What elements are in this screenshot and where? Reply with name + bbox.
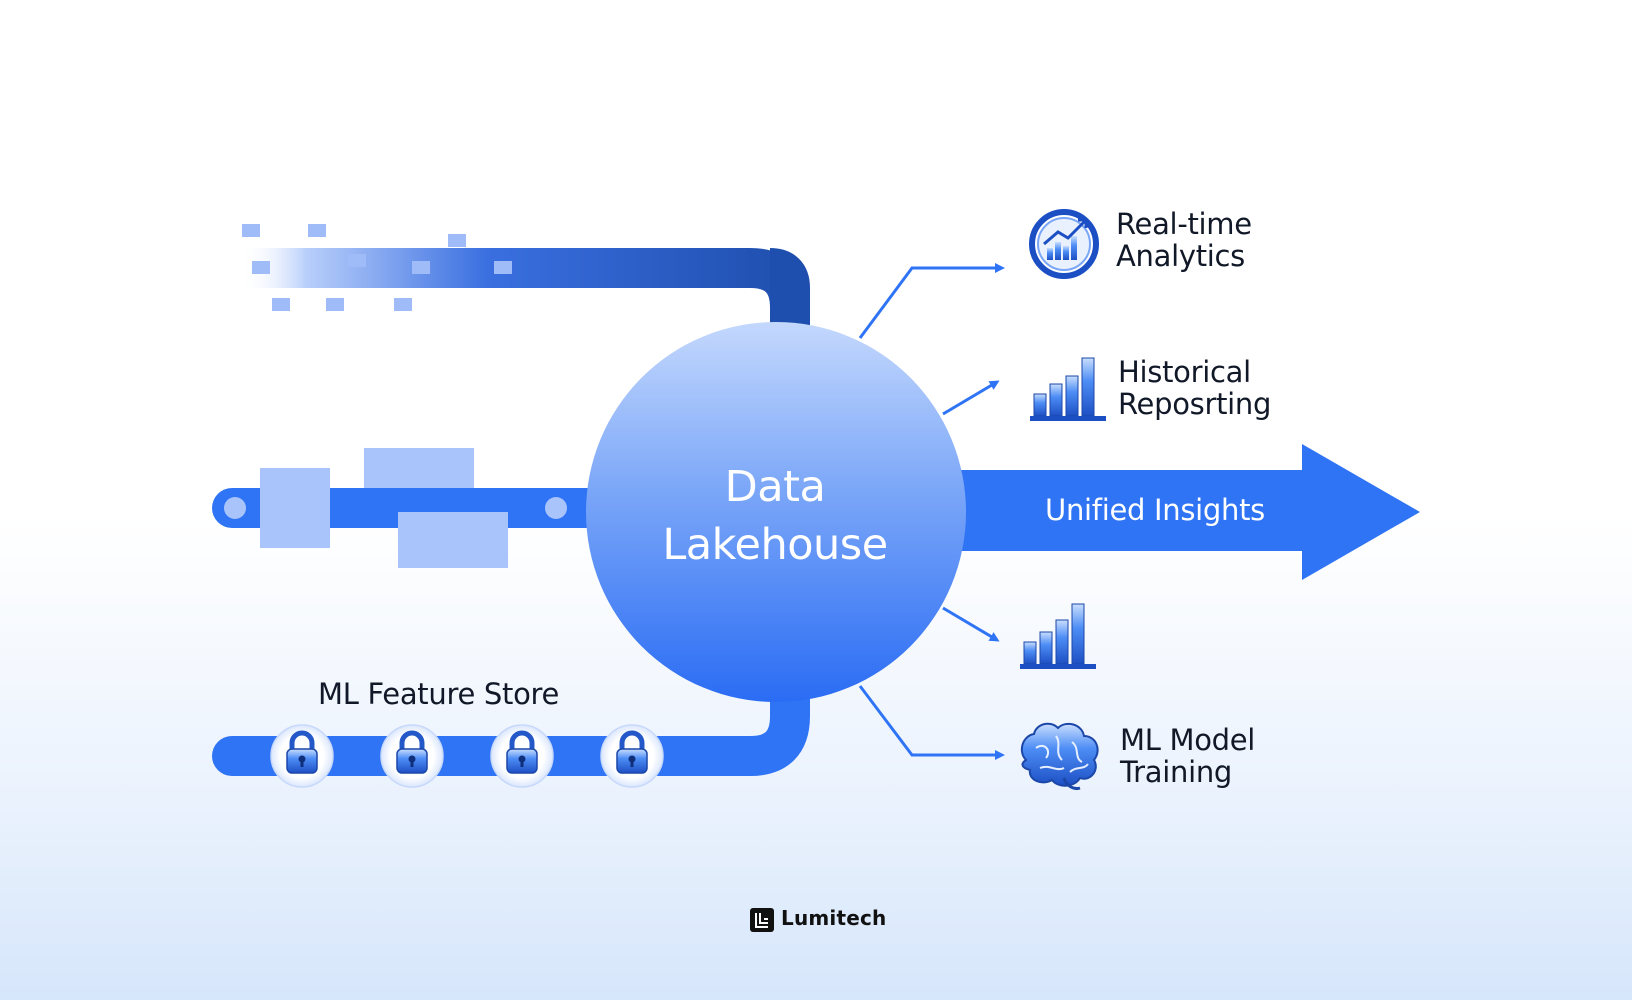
- lock-icon: [600, 724, 664, 788]
- lumitech-logo-icon: [750, 908, 774, 932]
- data-lakehouse-hub: [586, 322, 966, 702]
- output-label-ml-training: ML Model Training: [1120, 723, 1256, 789]
- middle-input-pipe: [212, 448, 612, 568]
- brand-name: Lumitech: [781, 906, 887, 930]
- output-connectors: [858, 263, 1005, 760]
- lock-icon: [490, 724, 554, 788]
- output-label-historical: Historical Reposrting: [1118, 355, 1272, 421]
- bottom-input-pipe: [212, 660, 810, 776]
- analytics-gauge-icon: [1029, 209, 1099, 279]
- brand: Lumitech: [748, 906, 887, 930]
- unified-insights-arrow: [955, 444, 1420, 580]
- lock-icon: [270, 724, 334, 788]
- data-pixels: [242, 224, 512, 311]
- lock-row: [270, 724, 664, 788]
- top-input-pipe: [240, 224, 810, 340]
- unified-insights-label: Unified Insights: [1045, 493, 1265, 527]
- hub-title: Data Lakehouse: [650, 458, 900, 574]
- hub-title-line1: Data: [724, 462, 826, 512]
- brain-icon: [1020, 722, 1099, 790]
- feature-store-label: ML Feature Store: [318, 677, 560, 711]
- brand-logo-space: [748, 906, 772, 930]
- bar-chart-icon-2: [1020, 603, 1096, 669]
- hub-title-line2: Lakehouse: [662, 520, 888, 570]
- output-label-realtime: Real-time Analytics: [1116, 207, 1252, 273]
- bar-chart-icon: [1030, 357, 1106, 421]
- lock-icon: [380, 724, 444, 788]
